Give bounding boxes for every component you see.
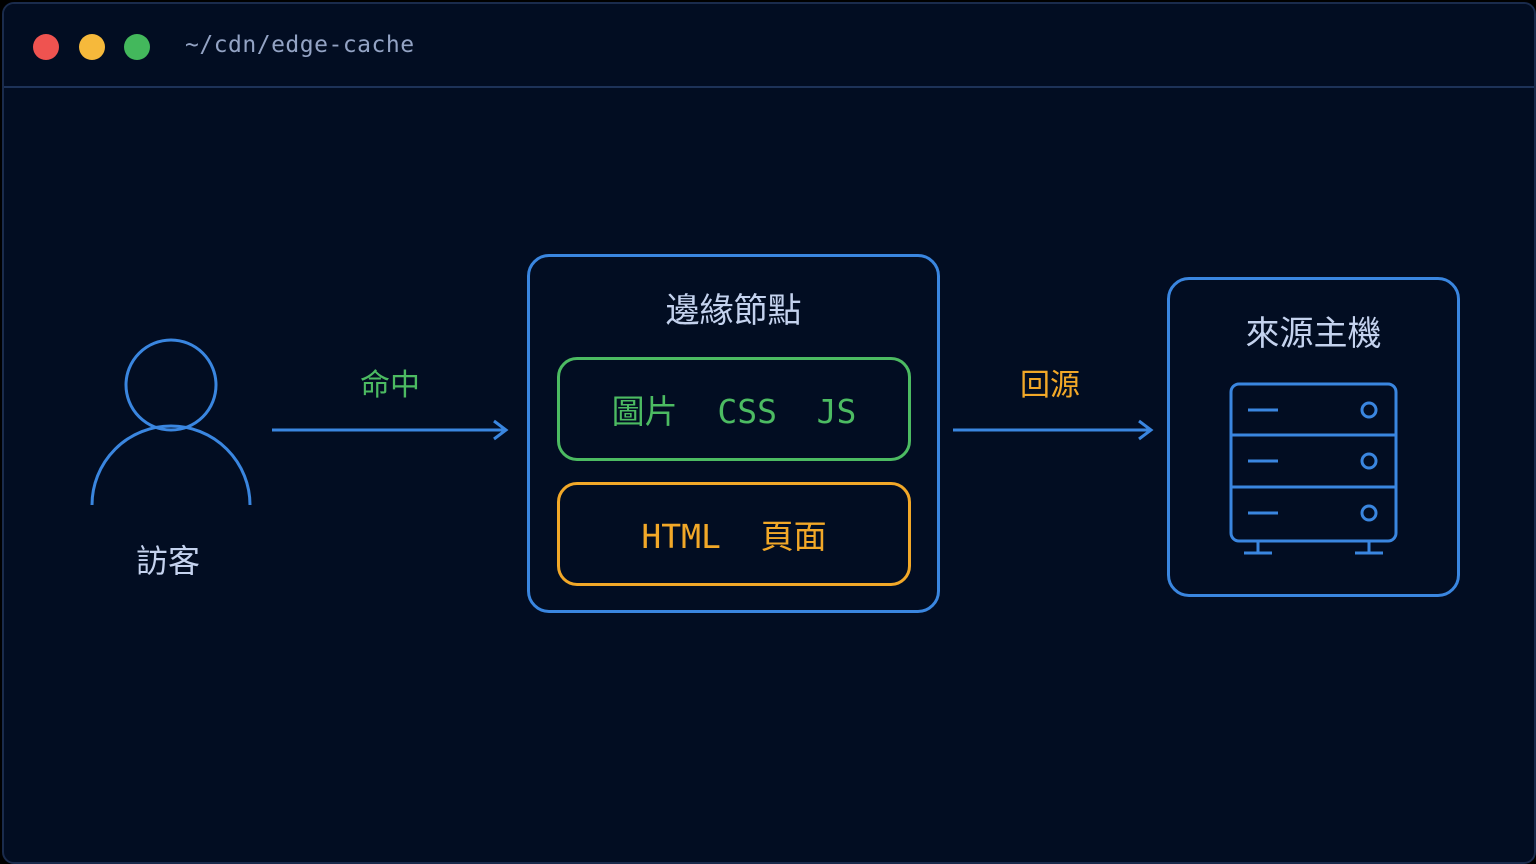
window-titlebar: ~/cdn/edge-cache bbox=[4, 4, 1534, 88]
origin-fetch-label: 回源 bbox=[1020, 368, 1080, 403]
hit-label: 命中 bbox=[360, 368, 420, 403]
origin-fetch-arrow bbox=[953, 419, 1154, 441]
server-rack-icon bbox=[1229, 382, 1398, 555]
visitor-label: 訪客 bbox=[135, 542, 200, 580]
edge-node-box bbox=[527, 254, 940, 613]
static-assets-cache: 圖片 CSS JS bbox=[557, 357, 911, 461]
hit-arrow bbox=[272, 419, 509, 441]
window-path-title: ~/cdn/edge-cache bbox=[185, 32, 415, 58]
origin-host-box bbox=[1167, 277, 1460, 597]
html-pages-label: HTML 頁面 bbox=[641, 517, 827, 556]
visitor-person-icon bbox=[90, 338, 252, 506]
close-window-button[interactable] bbox=[33, 34, 59, 60]
minimize-window-button[interactable] bbox=[79, 34, 105, 60]
html-pages-cache: HTML 頁面 bbox=[557, 482, 911, 586]
origin-host-title: 來源主機 bbox=[1245, 314, 1382, 354]
static-assets-label: 圖片 CSS JS bbox=[611, 392, 857, 431]
maximize-window-button[interactable] bbox=[124, 34, 150, 60]
edge-node-title: 邊緣節點 bbox=[665, 291, 802, 331]
